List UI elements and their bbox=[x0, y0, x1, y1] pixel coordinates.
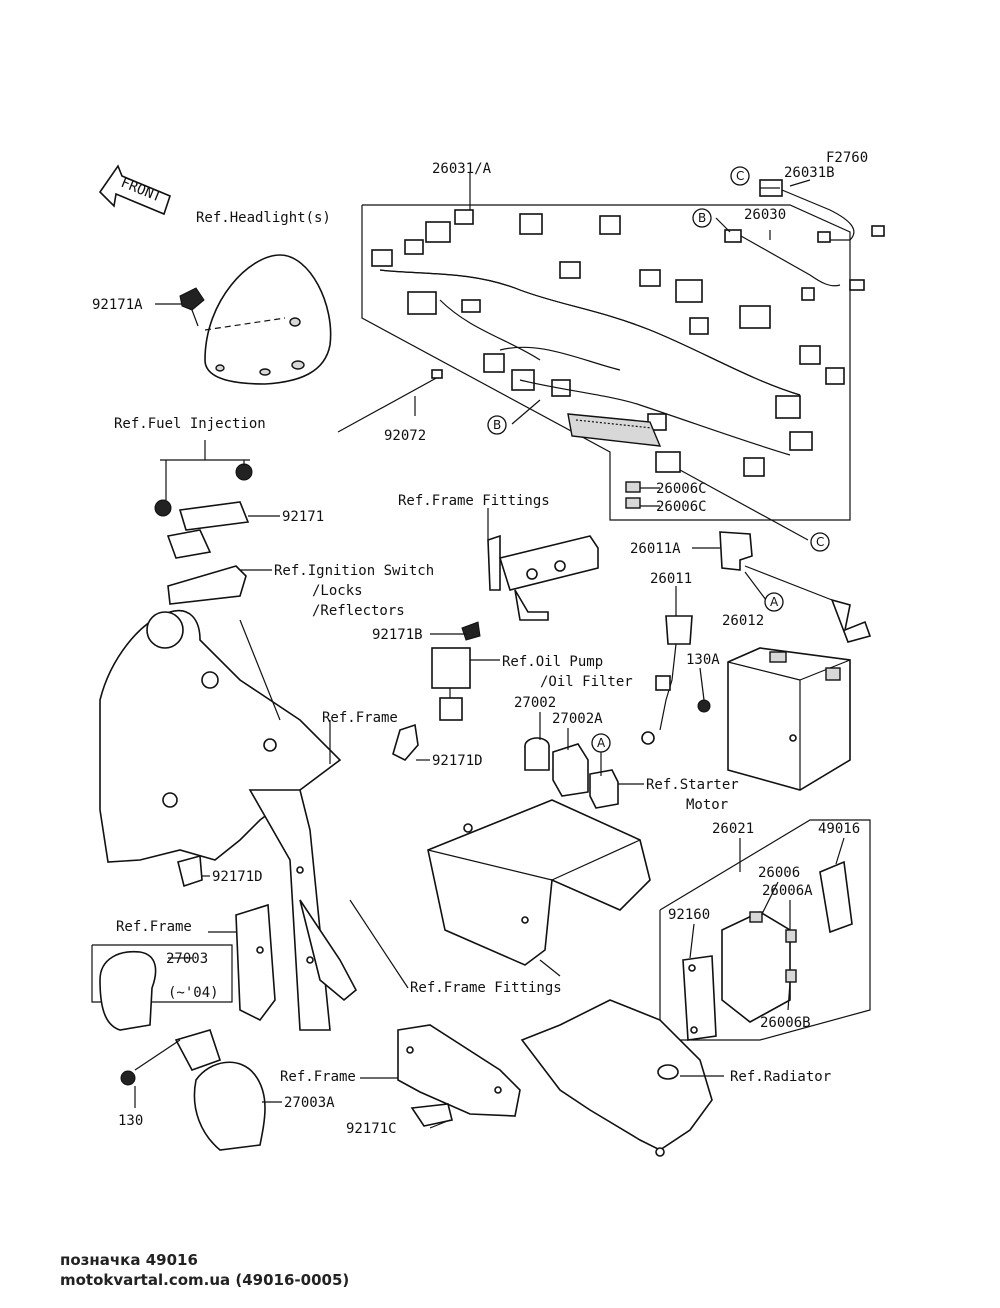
lower-frame-part bbox=[397, 1024, 521, 1117]
ref-frame-fittings-1: Ref.Frame Fittings bbox=[398, 493, 550, 509]
radiator-cover-part bbox=[520, 999, 713, 1157]
ref-ignition-locks: /Locks bbox=[312, 583, 363, 599]
ecu-group-part bbox=[659, 819, 871, 1041]
callout-130: 130 bbox=[118, 1113, 143, 1129]
marker-c-top: C bbox=[730, 166, 750, 186]
ref-starter: Ref.Starter bbox=[646, 777, 739, 793]
callout-92072: 92072 bbox=[384, 428, 426, 444]
marker-c-harness: C bbox=[810, 532, 830, 552]
battery-case-part bbox=[427, 799, 651, 966]
callout-26006B: 26006B bbox=[760, 1015, 811, 1031]
callout-92160: 92160 bbox=[668, 907, 710, 923]
callout-130A: 130A bbox=[686, 652, 720, 668]
clip-92171D-part bbox=[177, 723, 419, 888]
callout-26006: 26006 bbox=[758, 865, 800, 881]
clamp-92171-part bbox=[154, 463, 253, 559]
clip-92171C-part bbox=[410, 1103, 453, 1127]
bracket-27003-part bbox=[235, 903, 276, 1022]
footer-label: позначка 49016 bbox=[60, 1251, 198, 1269]
marker-a-cable: A bbox=[764, 592, 784, 612]
marker-a-relay: A bbox=[591, 733, 611, 753]
callout-26012: 26012 bbox=[722, 613, 764, 629]
svg-text:A: A bbox=[770, 595, 779, 609]
callout-92171D-1: 92171D bbox=[432, 753, 483, 769]
ref-ignition-reflectors: /Reflectors bbox=[312, 603, 405, 619]
ref-oil-pump: Ref.Oil Pump bbox=[502, 654, 603, 670]
callout-26011: 26011 bbox=[650, 571, 692, 587]
ref-radiator: Ref.Radiator bbox=[730, 1069, 831, 1085]
figure-code: F2760 bbox=[826, 150, 868, 166]
relay-27002-part bbox=[524, 737, 550, 771]
callout-26006C-2: 26006C bbox=[656, 499, 707, 515]
leader-lines bbox=[134, 173, 845, 1129]
main-harness-part bbox=[361, 204, 851, 521]
battery-cable-26011-part bbox=[641, 615, 693, 745]
callout-27002A: 27002A bbox=[552, 711, 603, 727]
callout-92171B: 92171B bbox=[372, 627, 423, 643]
callout-92171: 92171 bbox=[282, 509, 324, 525]
svg-text:B: B bbox=[698, 211, 706, 225]
relay-oil-pump-part bbox=[431, 647, 471, 721]
ref-frame-2: Ref.Frame bbox=[116, 919, 192, 935]
frame-part bbox=[99, 609, 358, 1031]
callout-26031A: 26031/A bbox=[432, 161, 492, 177]
front-arrow-icon: FRONT bbox=[98, 164, 171, 216]
cable-tie-92072-part bbox=[337, 369, 443, 433]
clip-92171A-part bbox=[179, 287, 205, 327]
horn-27003-part bbox=[91, 944, 233, 1031]
marker-b-harness: B bbox=[487, 415, 507, 435]
svg-text:C: C bbox=[736, 169, 744, 183]
clip-92171B-part bbox=[461, 621, 481, 641]
svg-text:B: B bbox=[493, 418, 501, 432]
ignition-bracket-part bbox=[167, 565, 247, 605]
callout-27003: 27003 bbox=[166, 951, 208, 967]
callout-26006A: 26006A bbox=[762, 883, 813, 899]
ref-ignition-switch: Ref.Ignition Switch bbox=[274, 563, 434, 579]
headlight-shape bbox=[204, 254, 332, 385]
callout-26011A: 26011A bbox=[630, 541, 681, 557]
callout-26006C-1: 26006C bbox=[656, 481, 707, 497]
footer-source: motokvartal.com.ua (49016-0005) bbox=[60, 1271, 350, 1289]
callout-26031B: 26031B bbox=[784, 165, 835, 181]
bolt-130A-part bbox=[697, 699, 711, 713]
connector-26006C-part bbox=[625, 481, 641, 509]
callout-92171C: 92171C bbox=[346, 1121, 397, 1137]
footer: позначка 49016 motokvartal.com.ua (49016… bbox=[60, 1250, 660, 1290]
marker-b-top: B bbox=[692, 208, 712, 228]
sub-harness-26030-part bbox=[724, 229, 865, 301]
svg-text:C: C bbox=[816, 535, 824, 549]
frame-fitting-bracket-part bbox=[487, 534, 599, 621]
callout-92171A: 92171A bbox=[92, 297, 143, 313]
ref-frame-3: Ref.Frame bbox=[280, 1069, 356, 1085]
ref-headlight: Ref.Headlight(s) bbox=[196, 210, 331, 226]
battery-cable-26011A-part bbox=[719, 531, 872, 643]
ref-frame-1: Ref.Frame bbox=[322, 710, 398, 726]
callout-26030: 26030 bbox=[744, 207, 786, 223]
battery-26012-part bbox=[727, 647, 851, 791]
ref-frame-fittings-2: Ref.Frame Fittings bbox=[410, 980, 562, 996]
callout-49016: 49016 bbox=[818, 821, 860, 837]
callout-26021: 26021 bbox=[712, 821, 754, 837]
horn-27003A-part bbox=[174, 1029, 266, 1151]
ref-fuel-injection: Ref.Fuel Injection bbox=[114, 416, 266, 432]
callout-27003A: 27003A bbox=[284, 1095, 335, 1111]
bolt-130-part bbox=[120, 1070, 136, 1086]
ref-oil-filter: /Oil Filter bbox=[540, 674, 633, 690]
callout-27003-note: (~'04) bbox=[168, 985, 219, 1001]
relay-starter-part bbox=[589, 769, 619, 809]
callout-27002: 27002 bbox=[514, 695, 556, 711]
ref-starter-motor: Motor bbox=[686, 797, 728, 813]
callout-92171D-2: 92171D bbox=[212, 869, 263, 885]
svg-text:A: A bbox=[597, 736, 606, 750]
relay-27002A-part bbox=[552, 743, 589, 797]
